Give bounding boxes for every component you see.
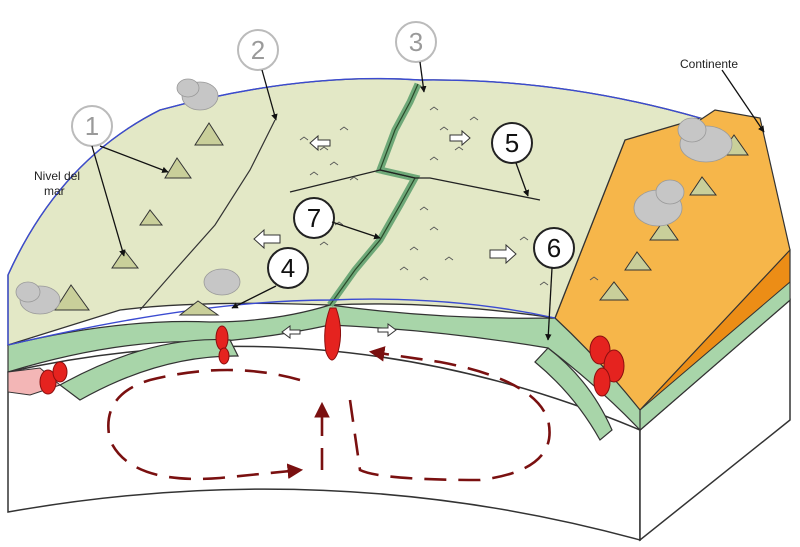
marker-4: 4 bbox=[267, 247, 309, 289]
convection-cells bbox=[107, 346, 551, 482]
marker-6: 6 bbox=[533, 227, 575, 269]
sea-level-line-front bbox=[7, 298, 556, 346]
svg-text:2: 2 bbox=[251, 35, 265, 65]
svg-text:3: 3 bbox=[409, 27, 423, 57]
marker-3: 3 bbox=[395, 21, 437, 63]
marker-7: 7 bbox=[293, 197, 335, 239]
magma-bodies bbox=[39, 307, 625, 397]
svg-text:5: 5 bbox=[505, 128, 519, 158]
fracture-zone-left bbox=[139, 119, 276, 311]
svg-text:1: 1 bbox=[85, 111, 99, 141]
leader-lines bbox=[91, 61, 765, 341]
subducting-slab bbox=[58, 338, 239, 401]
sea-level-label: Nivel del mar bbox=[34, 169, 80, 198]
marker-1: 1 bbox=[71, 105, 113, 147]
svg-text:6: 6 bbox=[547, 233, 561, 263]
svg-text:4: 4 bbox=[281, 253, 295, 283]
continent-label: Continente bbox=[680, 57, 738, 71]
marker-5: 5 bbox=[491, 122, 533, 164]
continental-volcanoes bbox=[598, 134, 749, 301]
svg-text:mar: mar bbox=[44, 184, 65, 198]
transform-fault bbox=[289, 169, 541, 201]
sea-level-line bbox=[7, 77, 701, 345]
plate-motion-arrows bbox=[253, 129, 517, 339]
smoke-plumes bbox=[15, 78, 733, 315]
oceanic-crust-band bbox=[7, 304, 641, 432]
marker-2: 2 bbox=[237, 29, 279, 71]
seamounts bbox=[54, 122, 224, 316]
svg-text:7: 7 bbox=[307, 203, 321, 233]
svg-text:Nivel del: Nivel del bbox=[34, 169, 80, 183]
subducting-slab-right bbox=[534, 347, 613, 441]
